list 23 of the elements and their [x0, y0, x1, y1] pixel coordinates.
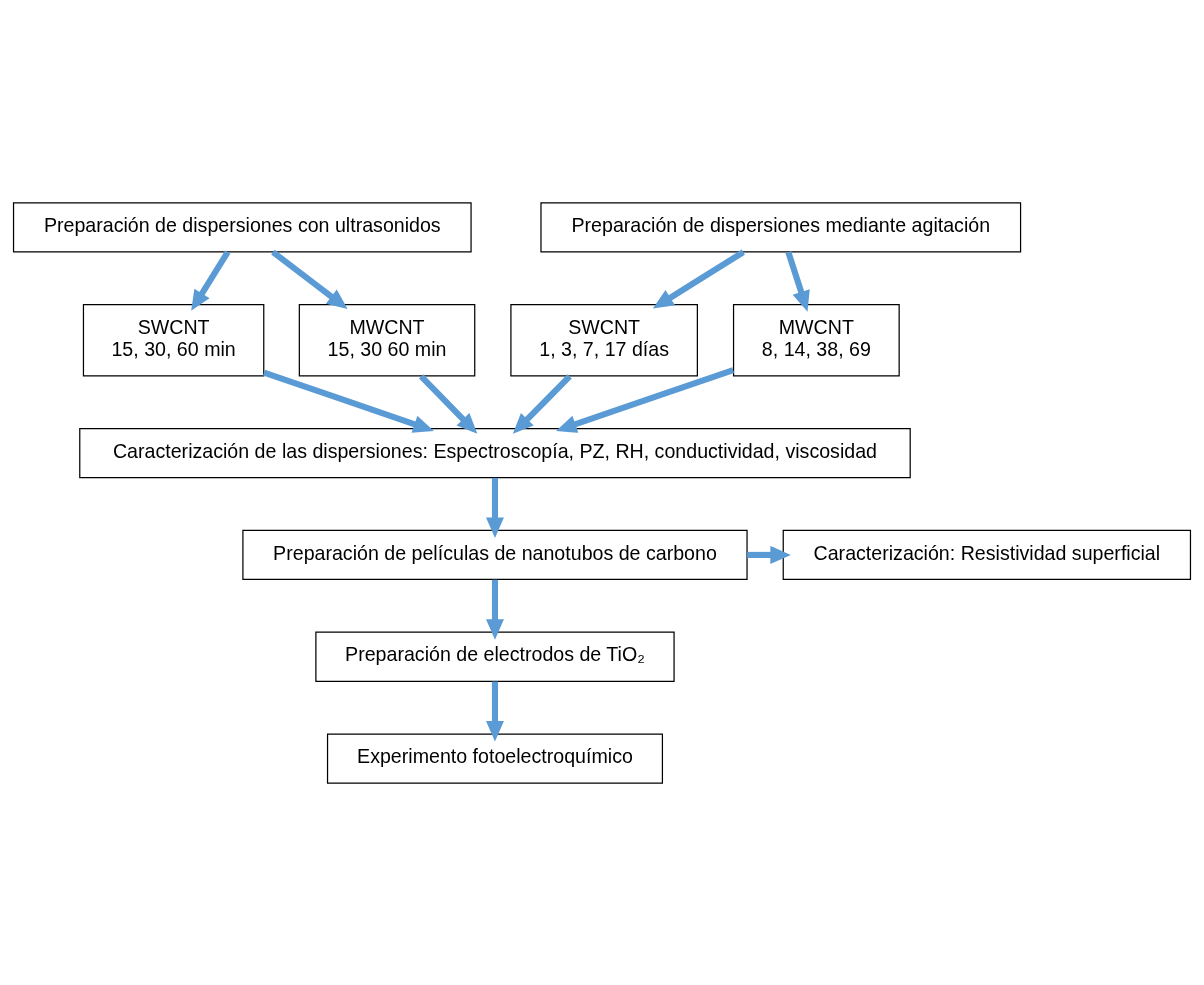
node-box: SWCNT 15, 30, 60 min [82, 303, 265, 376]
node-box: Experimento fotoelectroquímico [326, 732, 664, 784]
arrow [512, 373, 572, 434]
arrow [486, 477, 504, 538]
arrow [419, 373, 478, 434]
arrow [785, 250, 810, 312]
arrow [263, 369, 434, 433]
arrow [555, 366, 735, 433]
node-box: Preparación de dispersiones mediante agitación [540, 201, 1022, 253]
node-box: MWCNT 15, 30 60 min [298, 303, 476, 376]
arrow [486, 579, 504, 640]
node-box: Caracterización: Resistividad superficial [782, 529, 1192, 580]
arrow [652, 248, 745, 309]
node-box: Preparación de electrodos de TiO₂ [315, 631, 675, 682]
arrow [486, 681, 504, 742]
node-box: MWCNT 8, 14, 38, 69 [732, 303, 900, 376]
arrow [191, 249, 231, 311]
node-box: Caracterización de las dispersiones: Espectroscopía, PZ, RH, conductividad, viscosidad [79, 427, 911, 478]
node-box: Preparación de dispersiones con ultrasonidos [12, 201, 472, 253]
arrow [271, 249, 348, 309]
node-box: Preparación de películas de nanotubos de carbono [242, 529, 748, 580]
arrow [747, 545, 791, 564]
node-box: SWCNT 1, 3, 7, 17 días [510, 303, 698, 376]
